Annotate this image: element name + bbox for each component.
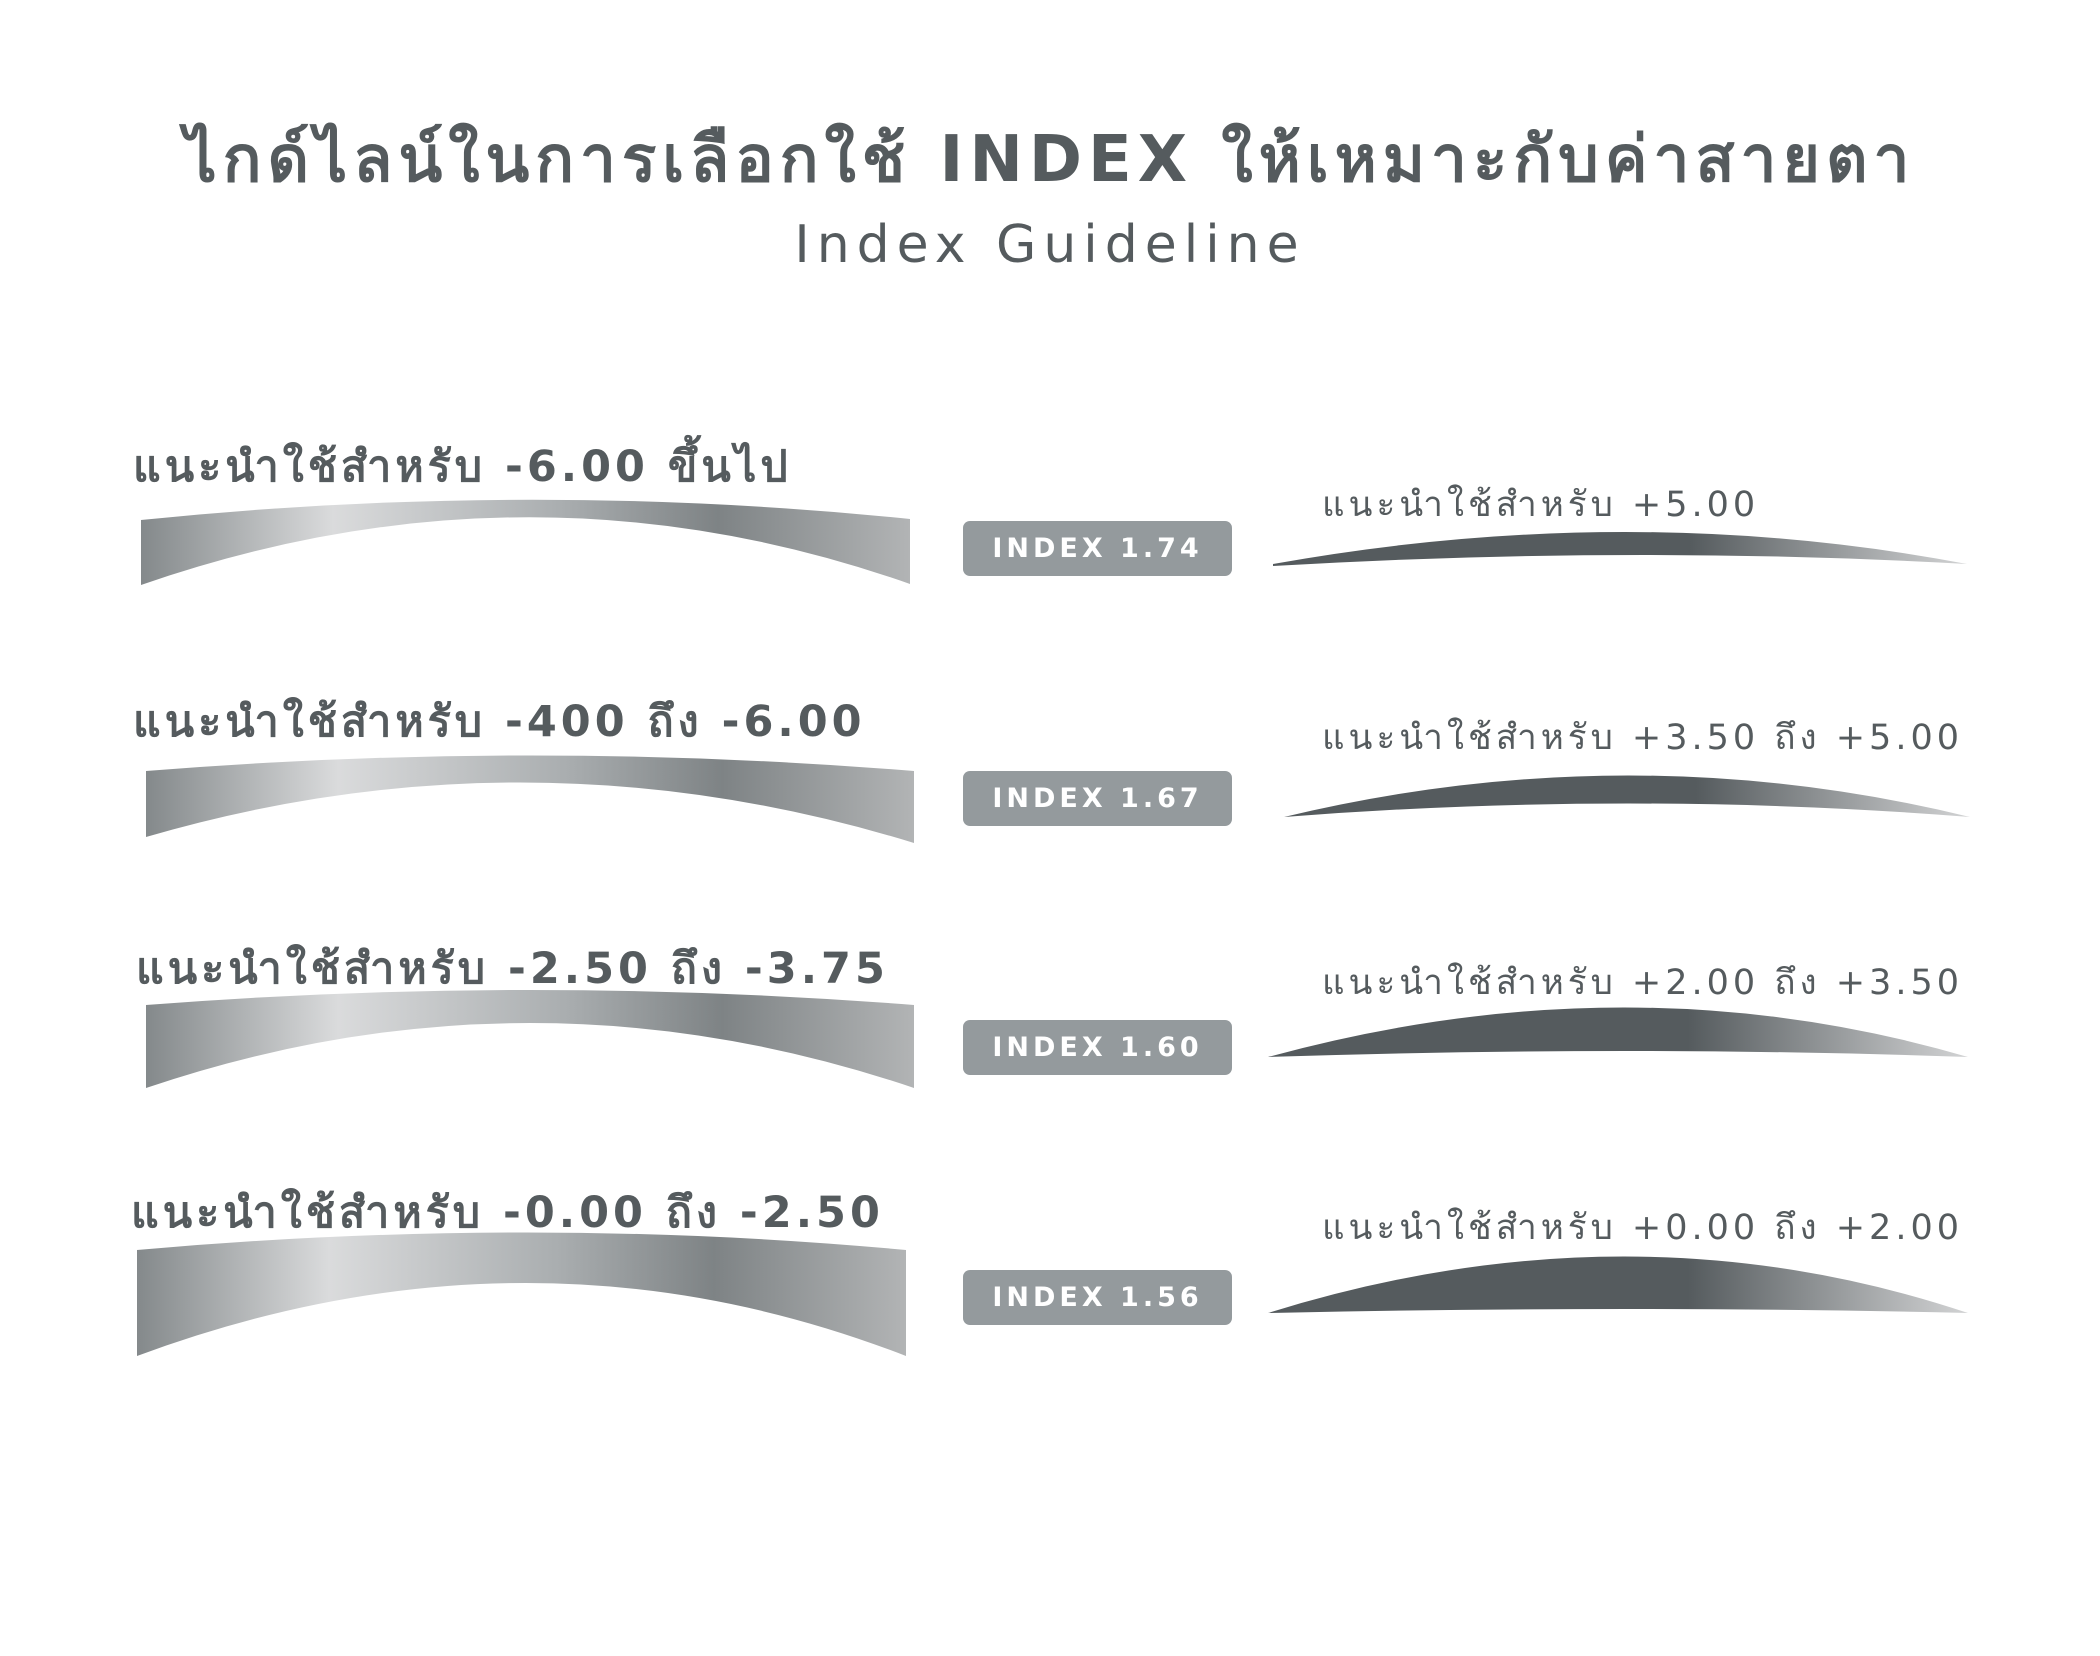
plus-label-2: แนะนำใช้สำหรับ +3.50 ถึง +5.00	[1322, 718, 1963, 758]
plus-label-1: แนะนำใช้สำหรับ +5.00	[1322, 485, 1760, 525]
index-badge-4: INDEX 1.56	[963, 1270, 1232, 1325]
minus-lens-1	[141, 499, 910, 585]
index-badge-2: INDEX 1.67	[963, 771, 1232, 826]
page-title: ไกด์ไลน์ในการเลือกใช้ INDEX ให้เหมาะกับค…	[184, 123, 1916, 197]
index-badge-1: INDEX 1.74	[963, 521, 1232, 576]
page-subtitle: Index Guideline	[794, 215, 1306, 275]
minus-lens-4	[137, 1232, 906, 1356]
lens-row-2	[146, 755, 1970, 843]
plus-lens-1	[1273, 532, 1967, 566]
lens-row-1	[141, 499, 1967, 585]
lens-row-4	[137, 1232, 1968, 1356]
minus-label-4: แนะนำใช้สำหรับ -0.00 ถึง -2.50	[131, 1188, 884, 1238]
plus-lens-3	[1268, 1007, 1968, 1057]
minus-label-3: แนะนำใช้สำหรับ -2.50 ถึง -3.75	[136, 944, 889, 994]
minus-label-1: แนะนำใช้สำหรับ -6.00 ขึ้นไป	[133, 442, 792, 492]
lens-row-3	[146, 990, 1968, 1088]
minus-lens-2	[146, 755, 914, 843]
plus-lens-2	[1284, 775, 1970, 817]
minus-label-2: แนะนำใช้สำหรับ -400 ถึง -6.00	[133, 697, 866, 747]
plus-lens-4	[1268, 1256, 1968, 1313]
index-badge-3: INDEX 1.60	[963, 1020, 1232, 1075]
plus-label-4: แนะนำใช้สำหรับ +0.00 ถึง +2.00	[1322, 1208, 1963, 1248]
minus-lens-3	[146, 990, 914, 1088]
plus-label-3: แนะนำใช้สำหรับ +2.00 ถึง +3.50	[1322, 963, 1963, 1003]
